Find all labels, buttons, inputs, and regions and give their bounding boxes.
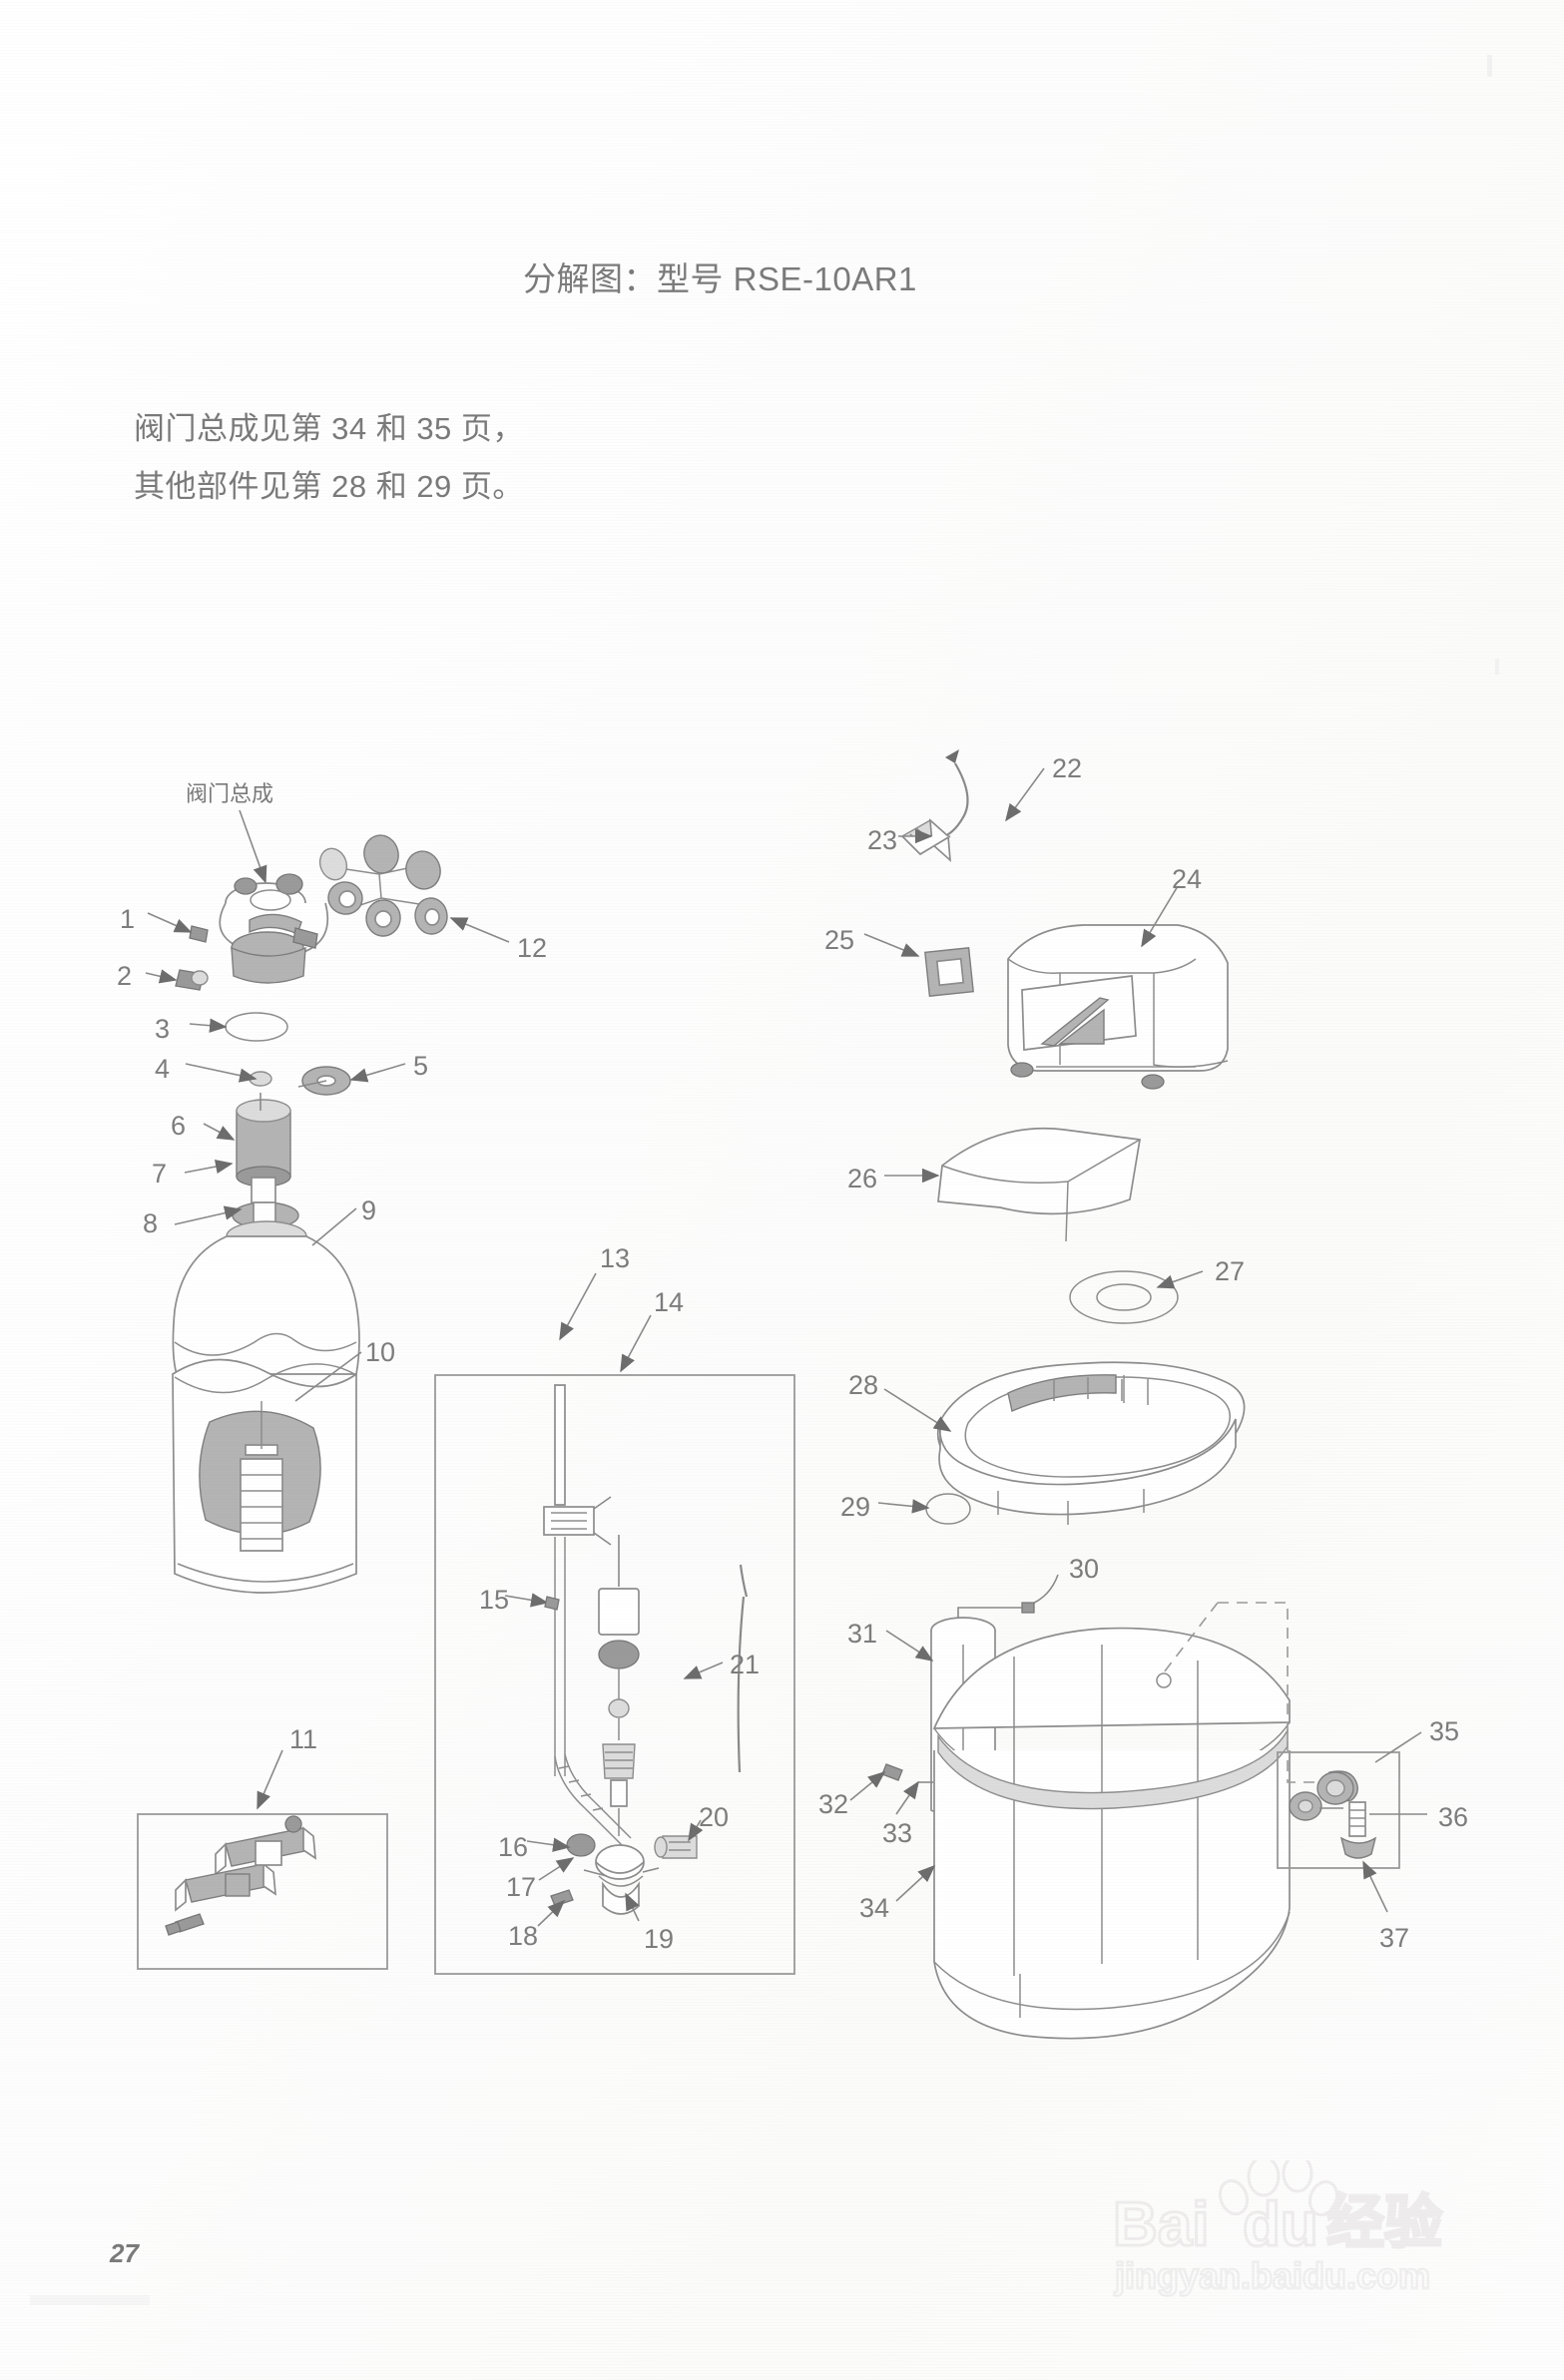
leader-30	[1029, 1574, 1059, 1606]
callout-number-1: 1	[120, 904, 136, 934]
callout-number-20: 20	[699, 1802, 730, 1832]
callout-number-13: 13	[600, 1243, 631, 1273]
part-wire-22	[936, 762, 969, 841]
callout-number-5: 5	[413, 1051, 429, 1081]
part-square-25	[924, 947, 974, 997]
baidu-jingyan-watermark: Bai du 经验 jingyan.baidu.com	[1112, 2160, 1444, 2297]
callout-number-4: 4	[155, 1054, 171, 1084]
watermark-brand: Bai	[1113, 2190, 1209, 2259]
callout-number-37: 37	[1379, 1923, 1410, 1953]
brine-tank-group	[849, 1574, 1337, 2040]
cover-assembly-group	[863, 749, 1246, 1525]
callout-number-35: 35	[1429, 1716, 1460, 1746]
detail-box-35-37	[1277, 1731, 1427, 1913]
scan-edge-smudge-mid	[1495, 659, 1499, 675]
valve-assembly-group	[145, 809, 510, 1594]
callout-number-23: 23	[867, 825, 898, 855]
callout-number-12: 12	[517, 933, 548, 963]
part-valve-body	[219, 873, 329, 984]
part-blade-21	[737, 1596, 746, 1773]
callout-number-10: 10	[365, 1337, 396, 1367]
callout-number-16: 16	[498, 1832, 529, 1862]
part-float-rod	[554, 1384, 566, 1506]
callout-number-19: 19	[644, 1924, 675, 1954]
callout-number-32: 32	[818, 1789, 849, 1819]
callout-number-22: 22	[1052, 753, 1083, 783]
callout-number-31: 31	[847, 1619, 878, 1649]
callout-number-18: 18	[508, 1921, 539, 1951]
page-title: 分解图：型号 RSE-10AR1	[523, 260, 917, 297]
callout-number-26: 26	[847, 1164, 878, 1193]
part-clip-1	[189, 925, 209, 943]
callout-number-28: 28	[848, 1370, 879, 1400]
part-base-cluster	[550, 1833, 698, 1915]
callout-number-34: 34	[859, 1893, 890, 1923]
callout-number-17: 17	[506, 1872, 537, 1902]
callout-number-15: 15	[479, 1585, 510, 1615]
part-connector-23	[900, 817, 952, 863]
callout-number-25: 25	[824, 925, 855, 955]
callout-number-8: 8	[143, 1208, 159, 1238]
callout-number-30: 30	[1069, 1554, 1100, 1584]
part-tank-body-34	[932, 1627, 1291, 2040]
part-ring-27	[1069, 1270, 1179, 1324]
part-cover-24	[1007, 924, 1229, 1090]
part-oring-3	[225, 1012, 288, 1042]
callout-number-9: 9	[361, 1195, 377, 1225]
callout-number-6: 6	[171, 1111, 187, 1141]
detail-box-11	[137, 1749, 388, 1970]
part-manifold-12	[318, 834, 448, 937]
scan-edge-smudge-bottom	[30, 2295, 150, 2305]
callout-number-21: 21	[730, 1650, 761, 1679]
callout-number-27: 27	[1215, 1256, 1246, 1286]
part-clip-2	[175, 969, 209, 991]
watermark-url: jingyan.baidu.com	[1114, 2255, 1430, 2296]
watermark-brand2: du	[1243, 2190, 1318, 2259]
watermark-brand-cn: 经验	[1326, 2190, 1442, 2255]
callout-number-36: 36	[1438, 1802, 1469, 1832]
page-number: 27	[110, 2238, 139, 2268]
scan-edge-smudge-top	[1487, 55, 1492, 77]
callout-number-29: 29	[840, 1492, 871, 1522]
part-float-cage	[543, 1496, 612, 1546]
detail-panel-13-21	[434, 1272, 795, 1975]
part-frame-28	[936, 1361, 1246, 1525]
callout-number-11: 11	[289, 1724, 318, 1754]
part-pad-26	[937, 1127, 1141, 1242]
callout-number-2: 2	[117, 961, 133, 991]
part-distributor-6-7	[236, 1080, 327, 1204]
callout-number-14: 14	[654, 1287, 685, 1317]
callout-number-24: 24	[1172, 864, 1203, 894]
callout-number-33: 33	[882, 1818, 913, 1848]
paw-print-icon	[1218, 2160, 1339, 2217]
part-oval-29	[925, 1493, 971, 1525]
part-brine-well-10	[199, 1401, 321, 1552]
part-float-assembly	[598, 1535, 640, 1836]
callout-number-3: 3	[155, 1014, 171, 1044]
subtitle-line-1: 阀门总成见第 34 和 35 页，	[134, 411, 524, 446]
part-blade-21-tip	[739, 1564, 749, 1598]
subtitle-line-2: 其他部件见第 28 和 29 页。	[134, 469, 524, 504]
valve-assembly-label: 阀门总成	[186, 781, 274, 806]
callout-number-7: 7	[152, 1159, 168, 1189]
